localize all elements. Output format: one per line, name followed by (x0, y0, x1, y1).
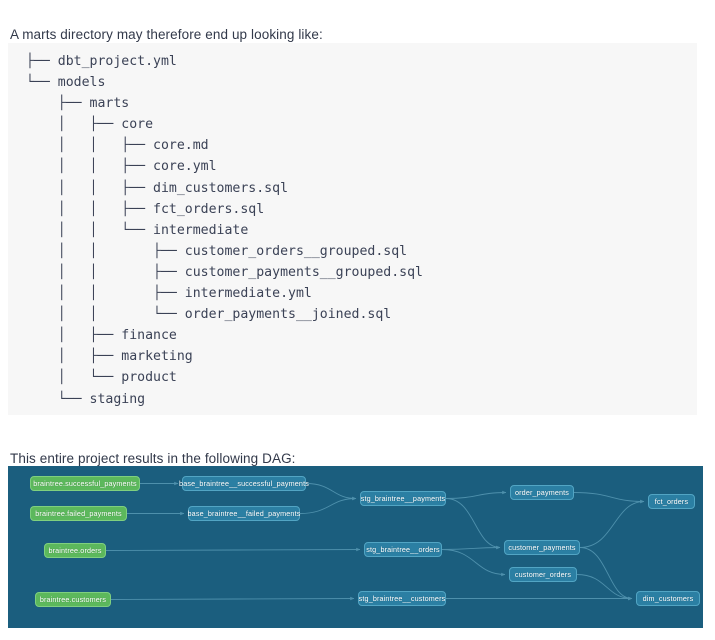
directory-tree-text: ├── dbt_project.yml └── models ├── marts… (26, 54, 423, 407)
dag-edge-src_customers-to-stg_customers (110, 596, 355, 601)
dag-node-fct_orders[interactable]: fct_orders (648, 494, 695, 509)
dag-node-stg_payments[interactable]: stg_braintree__payments (360, 491, 446, 506)
directory-tree-code-block: ├── dbt_project.yml └── models ├── marts… (8, 43, 697, 415)
dag-edges (105, 481, 645, 601)
intro-paragraph: A marts directory may therefore end up l… (10, 26, 323, 42)
dag-edge-stg_payments-to-customer_payments (445, 498, 501, 550)
dag-node-src_successful[interactable]: braintree.successful_payments (30, 476, 140, 491)
dag-edge-base_failed-to-stg_payments (299, 496, 357, 514)
dag-node-dim_customers[interactable]: dim_customers (636, 591, 700, 606)
dag-panel[interactable]: braintree.successful_payments braintree.f… (8, 466, 703, 628)
dag-node-base_successful[interactable]: base_braintree__successful_payments (179, 476, 309, 491)
dag-node-customer_orders[interactable]: customer_orders (509, 567, 577, 582)
dag-node-stg_customers[interactable]: stg_braintree__customers (358, 591, 446, 606)
dag-node-customer_payments[interactable]: customer_payments (504, 540, 580, 555)
dag-node-stg_orders[interactable]: stg_braintree__orders (364, 542, 442, 557)
dag-node-src_failed[interactable]: braintree.failed_payments (30, 506, 127, 521)
dag-edge-stg_orders-to-customer_payments (441, 545, 501, 550)
dag-edge-customer_orders-to-dim_customers (576, 574, 633, 601)
dag-edge-stg_orders-to-customer_orders (441, 549, 506, 577)
dag-edge-order_payments-to-fct_orders (573, 492, 645, 504)
dag-edge-src_orders-to-stg_orders (105, 547, 361, 552)
dag-node-src_customers[interactable]: braintree.customers (35, 592, 111, 607)
dag-node-base_failed[interactable]: base_braintree__failed_payments (188, 506, 300, 521)
dag-node-src_orders[interactable]: braintree.orders (44, 543, 106, 558)
dag-edge-base_successful-to-stg_payments (305, 483, 357, 501)
dag-edge-stg_payments-to-order_payments (445, 490, 507, 499)
dag-edge-customer_payments-to-dim_customers (579, 547, 633, 601)
dag-edge-customer_payments-to-fct_orders (579, 499, 645, 548)
dag-intro-paragraph: This entire project results in the follo… (10, 450, 296, 466)
dag-node-order_payments[interactable]: order_payments (510, 485, 574, 500)
